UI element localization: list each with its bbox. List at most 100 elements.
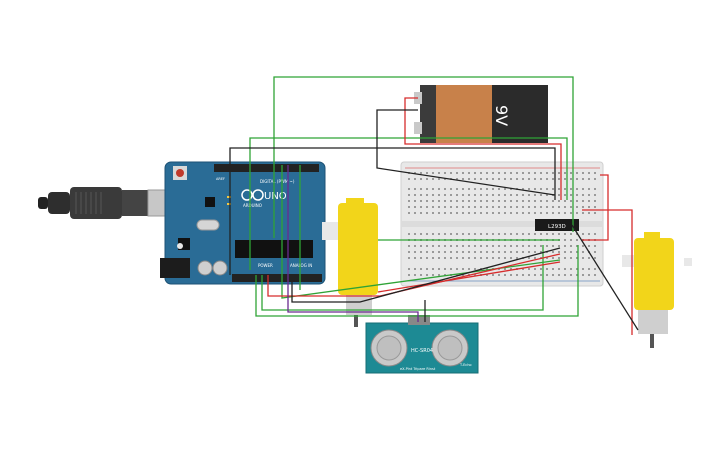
breadboard-hole <box>498 178 500 180</box>
breadboard-hole <box>552 178 554 180</box>
breadboard-hole <box>564 239 566 241</box>
breadboard-hole <box>438 251 440 253</box>
breadboard-hole <box>528 257 530 259</box>
wire-green[interactable] <box>249 137 568 270</box>
wire-red[interactable] <box>267 253 561 297</box>
breadboard-hole <box>432 172 434 174</box>
breadboard[interactable] <box>400 161 604 287</box>
breadboard-hole <box>474 172 476 174</box>
breadboard-hole <box>582 172 584 174</box>
breadboard-hole <box>528 206 530 208</box>
breadboard-hole <box>558 233 560 235</box>
breadboard-hole <box>558 206 560 208</box>
breadboard-hole <box>516 200 518 202</box>
breadboard-hole <box>558 268 560 270</box>
breadboard-hole <box>468 172 470 174</box>
wire-red[interactable] <box>377 261 561 293</box>
breadboard-hole <box>462 188 464 190</box>
breadboard-hole <box>540 268 542 270</box>
breadboard-hole <box>546 188 548 190</box>
arduino-brand-text: ARDUINO <box>243 203 262 208</box>
breadboard-hole <box>516 257 518 259</box>
wire-black[interactable] <box>571 224 639 331</box>
wire-green[interactable] <box>273 76 574 238</box>
breadboard-hole <box>510 245 512 247</box>
breadboard-hole <box>492 178 494 180</box>
breadboard-hole <box>558 194 560 196</box>
breadboard-hole <box>492 245 494 247</box>
breadboard-hole <box>546 200 548 202</box>
breadboard-hole <box>444 206 446 208</box>
breadboard-hole <box>540 233 542 235</box>
breadboard-hole <box>510 200 512 202</box>
arduino-uno-board[interactable]: UNO ARDUINO DIGITAL (PWM ~) POWER ANALOG… <box>160 161 326 285</box>
breadboard-hole <box>414 194 416 196</box>
breadboard-hole <box>474 206 476 208</box>
breadboard-hole <box>408 245 410 247</box>
breadboard-hole <box>516 194 518 196</box>
breadboard-hole <box>480 200 482 202</box>
wire-red[interactable] <box>404 97 562 200</box>
breadboard-hole <box>570 233 572 235</box>
wire-red[interactable] <box>582 209 633 335</box>
ultrasonic-sensor[interactable]: HC-SR04 eX-Pint Tripare Rinst T-Echo <box>365 315 479 374</box>
breadboard-hole <box>498 233 500 235</box>
breadboard-hole <box>426 178 428 180</box>
wire-black[interactable] <box>291 247 561 303</box>
atmega-chip <box>235 240 313 258</box>
breadboard-hole <box>426 206 428 208</box>
breadboard-hole <box>438 274 440 276</box>
usb-cable[interactable] <box>38 187 185 219</box>
wire-purple[interactable] <box>287 165 419 322</box>
breadboard-hole <box>594 274 596 276</box>
breadboard-hole <box>588 178 590 180</box>
breadboard-hole <box>444 212 446 214</box>
wire-green[interactable] <box>261 245 544 311</box>
breadboard-hole <box>492 172 494 174</box>
motor-right[interactable] <box>622 232 692 348</box>
breadboard-hole <box>504 188 506 190</box>
breadboard-hole <box>468 212 470 214</box>
breadboard-hole <box>462 178 464 180</box>
breadboard-hole <box>408 233 410 235</box>
breadboard-hole <box>498 188 500 190</box>
breadboard-hole <box>486 233 488 235</box>
breadboard-hole <box>438 188 440 190</box>
breadboard-hole <box>432 194 434 196</box>
battery-9v[interactable]: 9V <box>414 85 548 143</box>
breadboard-hole <box>522 194 524 196</box>
wire-red[interactable] <box>582 174 609 241</box>
breadboard-hole <box>408 257 410 259</box>
breadboard-hole <box>498 251 500 253</box>
reset-button[interactable] <box>176 169 184 177</box>
breadboard-hole <box>498 268 500 270</box>
breadboard-hole <box>504 212 506 214</box>
breadboard-hole <box>456 233 458 235</box>
breadboard-hole <box>408 178 410 180</box>
breadboard-hole <box>552 245 554 247</box>
wire-black[interactable] <box>376 109 556 196</box>
breadboard-hole <box>444 274 446 276</box>
breadboard-hole <box>492 206 494 208</box>
breadboard-hole <box>576 274 578 276</box>
wire-green[interactable] <box>255 245 579 317</box>
breadboard-hole <box>480 212 482 214</box>
breadboard-hole <box>588 172 590 174</box>
breadboard-hole <box>456 172 458 174</box>
breadboard-hole <box>486 206 488 208</box>
breadboard-hole <box>456 245 458 247</box>
breadboard-hole <box>468 251 470 253</box>
breadboard-hole <box>540 212 542 214</box>
breadboard-hole <box>558 178 560 180</box>
motor-driver-chip[interactable]: L293D <box>535 219 579 231</box>
breadboard-hole <box>498 200 500 202</box>
wire-black[interactable] <box>229 147 556 275</box>
breadboard-hole <box>504 268 506 270</box>
breadboard-hole <box>408 194 410 196</box>
breadboard-hole <box>414 212 416 214</box>
breadboard-hole <box>552 251 554 253</box>
breadboard-hole <box>510 206 512 208</box>
motor-left[interactable] <box>322 198 378 327</box>
breadboard-hole <box>444 251 446 253</box>
breadboard-hole <box>504 178 506 180</box>
